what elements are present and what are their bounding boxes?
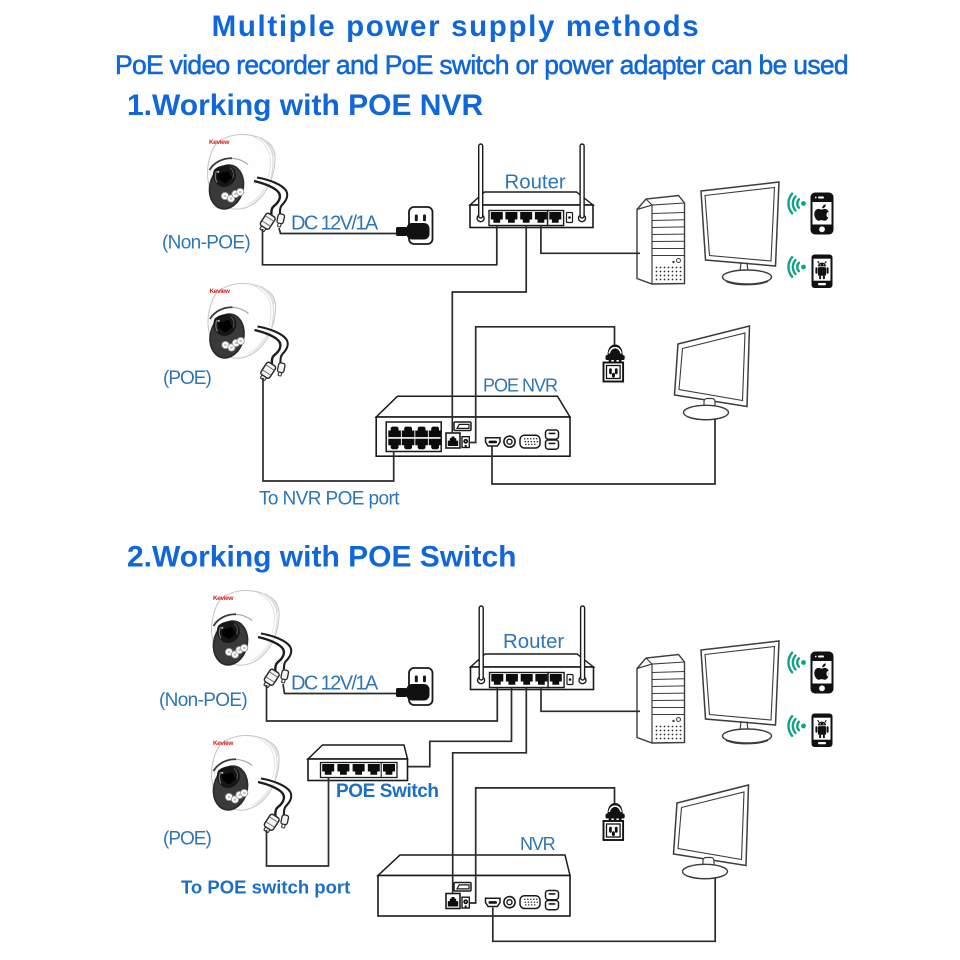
svg-text:Multiple power supply methods: Multiple power supply methods [212, 10, 701, 43]
svg-text:Router: Router [505, 172, 566, 194]
svg-text:(Non-POE): (Non-POE) [162, 233, 250, 254]
svg-text:POE Switch: POE Switch [336, 781, 439, 802]
svg-text:(POE): (POE) [163, 368, 211, 389]
svg-text:PoE video recorder and PoE swi: PoE video recorder and PoE switch or pow… [115, 50, 848, 80]
svg-text:To NVR POE port: To NVR POE port [259, 489, 400, 510]
svg-text:DC 12V/1A: DC 12V/1A [291, 673, 379, 695]
svg-text:DC 12V/1A: DC 12V/1A [291, 213, 379, 235]
svg-text:(Non-POE): (Non-POE) [159, 690, 247, 711]
svg-text:NVR: NVR [520, 834, 556, 854]
svg-text:2.Working with POE Switch: 2.Working with POE Switch [127, 541, 517, 574]
svg-text:Router: Router [503, 631, 564, 653]
svg-text:To POE switch port: To POE switch port [181, 877, 350, 898]
svg-text:1.Working with POE NVR: 1.Working with POE NVR [127, 89, 483, 122]
svg-text:POE NVR: POE NVR [483, 376, 558, 396]
svg-text:(POE): (POE) [163, 829, 211, 850]
